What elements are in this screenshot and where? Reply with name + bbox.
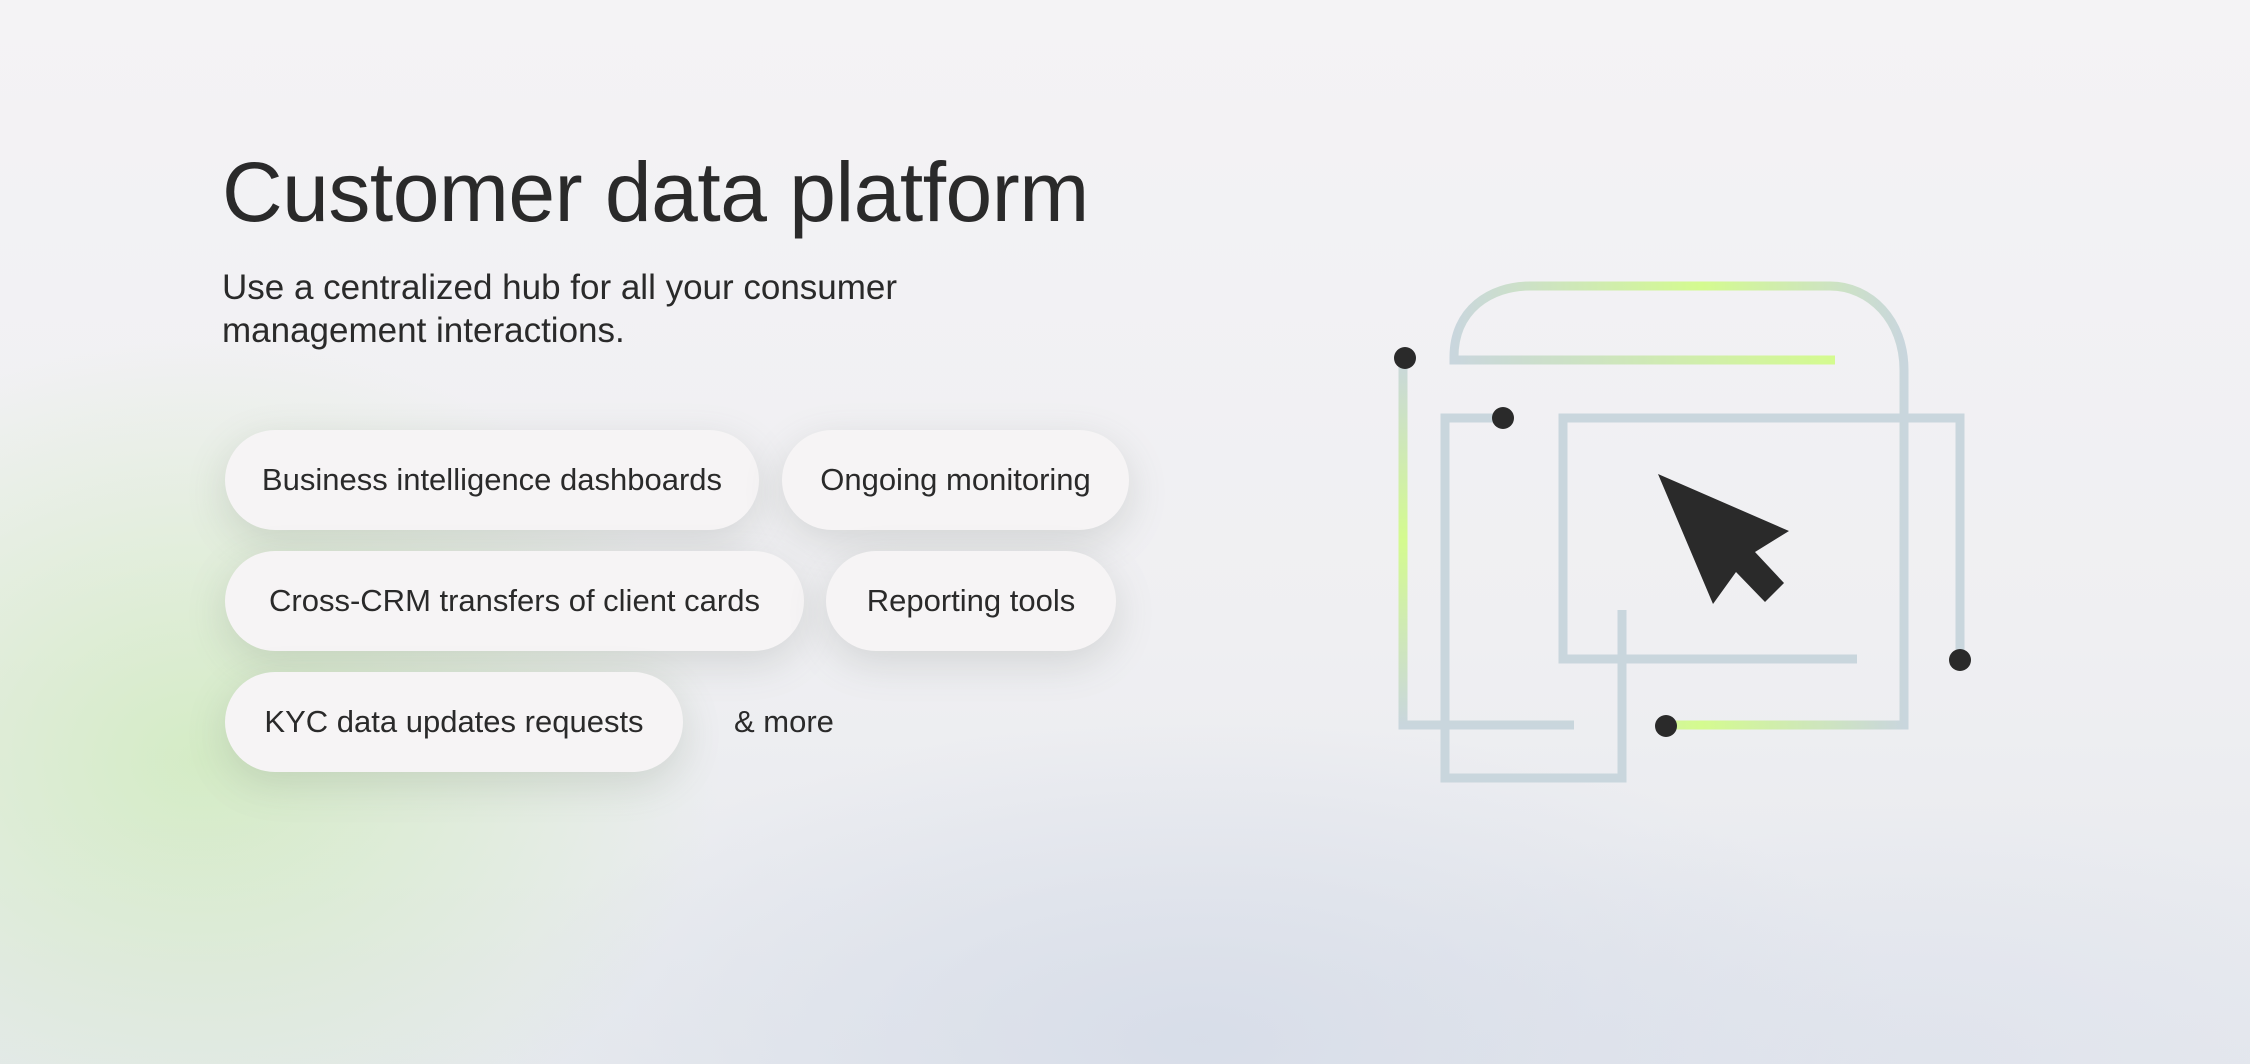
circuit-line [1449, 281, 1909, 730]
feature-chip: Cross-CRM transfers of client cards [225, 551, 804, 651]
more-label: & more [734, 704, 834, 739]
page-subtitle: Use a centralized hub for all your consu… [222, 268, 898, 350]
feature-chip: Business intelligence dashboards [225, 430, 759, 530]
feature-chip: Reporting tools [826, 551, 1116, 651]
circuit-line [1398, 357, 1574, 730]
node-dot [1949, 649, 1971, 671]
node-dot [1394, 347, 1416, 369]
node-dot [1655, 715, 1677, 737]
feature-chip: Ongoing monitoring [782, 430, 1129, 530]
feature-chip: KYC data updates requests [225, 672, 683, 772]
cursor-arrow-icon [1658, 474, 1789, 604]
node-dot [1492, 407, 1514, 429]
page-title: Customer data platform [222, 145, 1089, 239]
circuit-line [1449, 355, 1835, 365]
